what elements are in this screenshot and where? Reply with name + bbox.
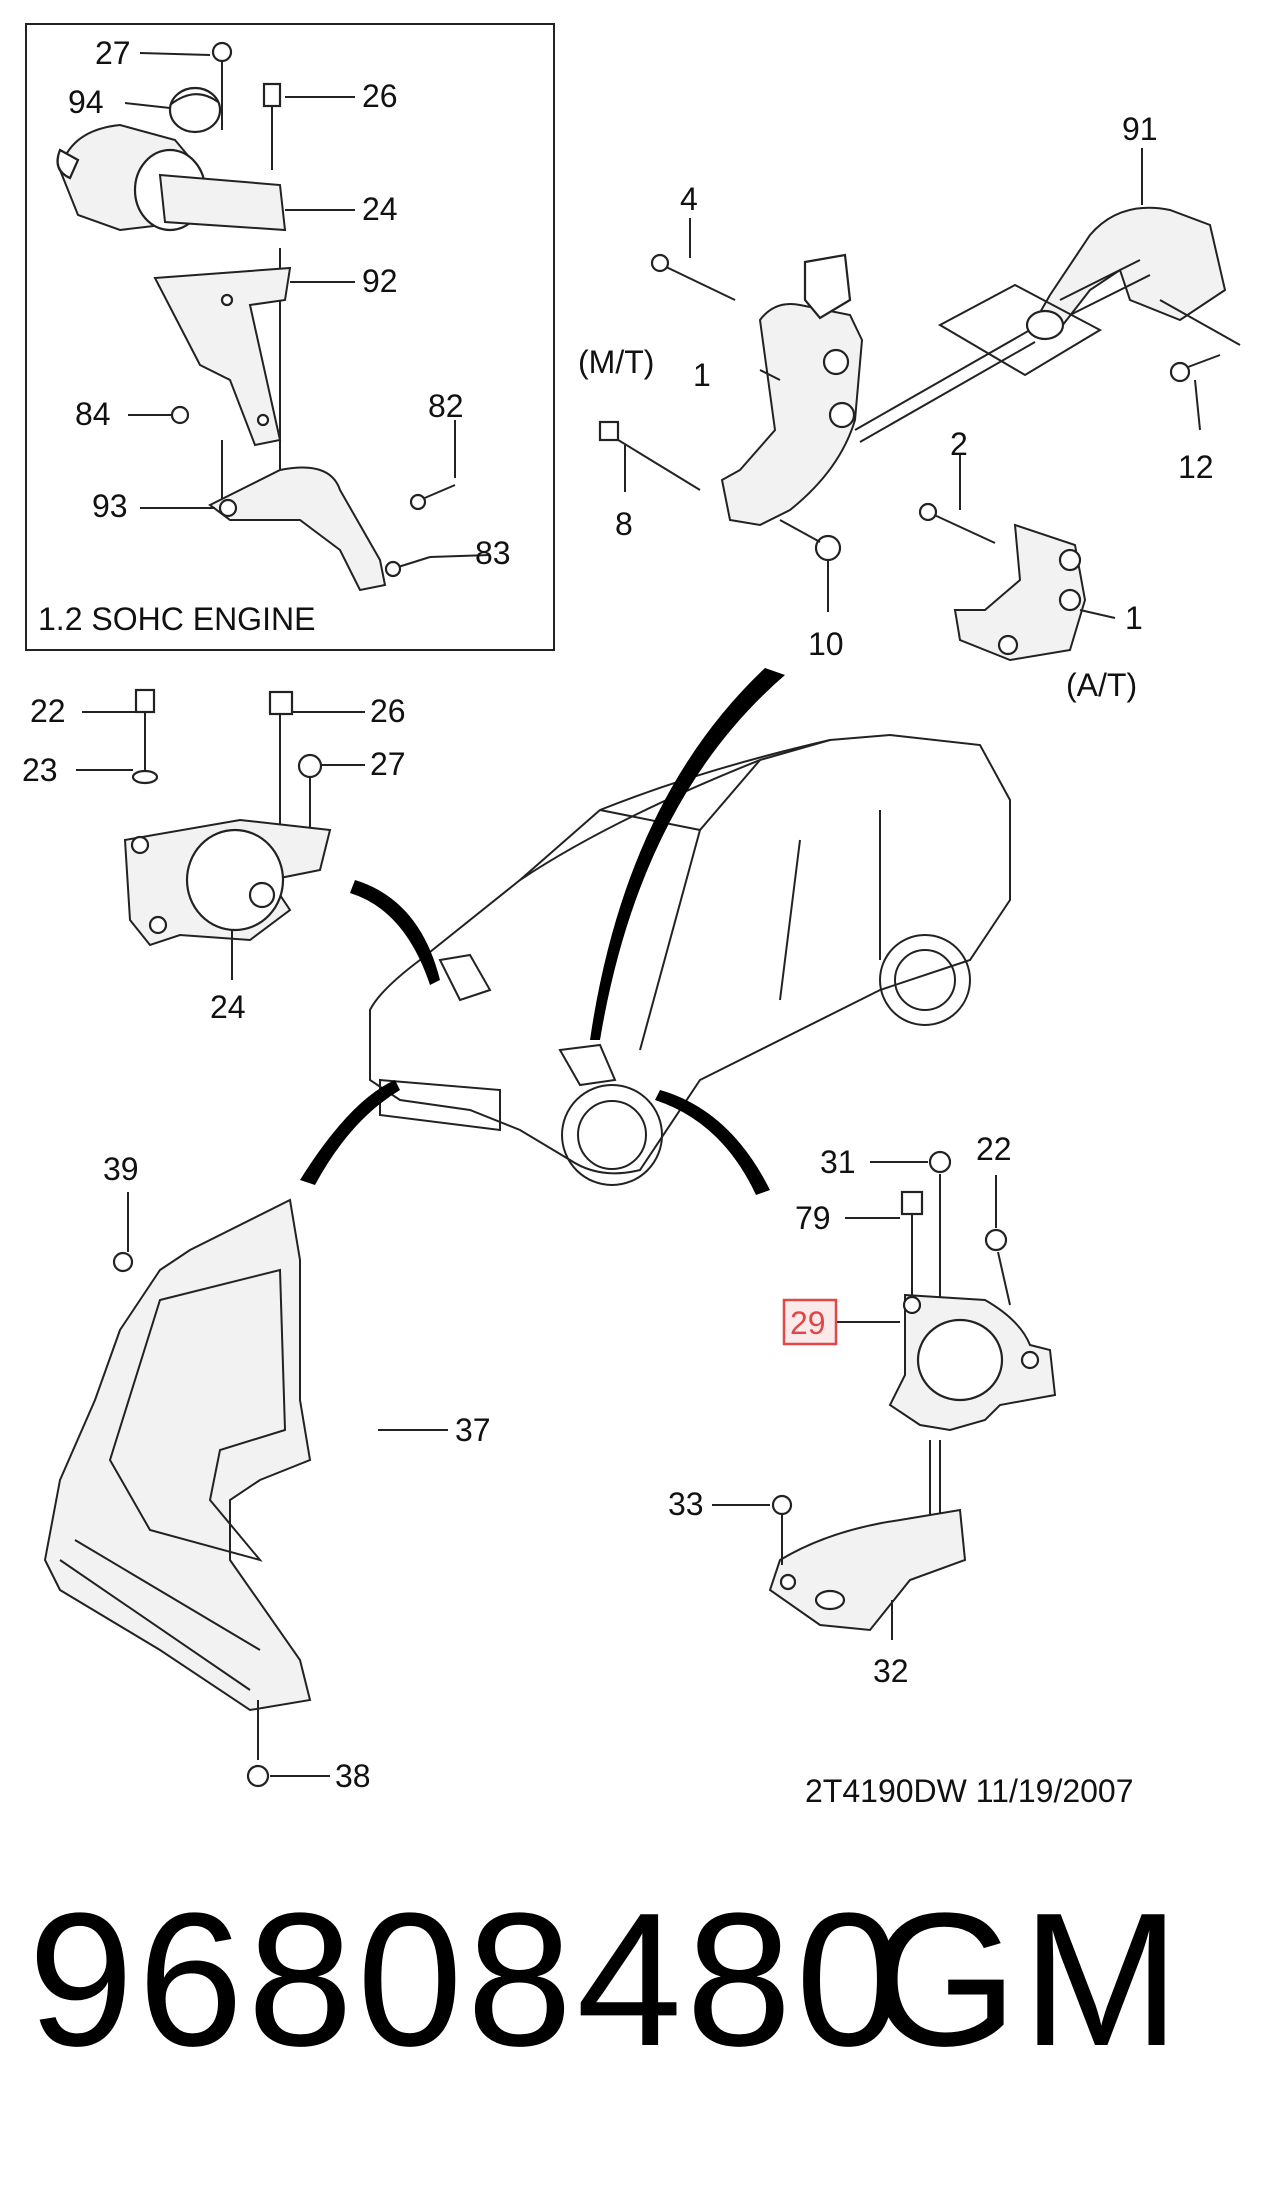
callout-29-highlight	[782, 1298, 838, 1346]
callout-10: 10	[808, 626, 844, 662]
callout-24-mid: 24	[210, 989, 246, 1025]
callout-38: 38	[335, 1758, 371, 1794]
callout-79: 79	[795, 1200, 831, 1236]
inset-title: 1.2 SOHC ENGINE	[38, 601, 315, 637]
callout-12: 12	[1178, 449, 1214, 485]
callout-84: 84	[75, 396, 111, 432]
parts-diagram: 27 94 26 24 92 84 82 93 83 1.2 SOHC ENGI…	[22, 23, 1241, 1809]
callout-1-mt: 1	[693, 357, 711, 393]
at-label: (A/T)	[1066, 667, 1137, 703]
callout-93: 93	[92, 488, 128, 524]
callout-1-at: 1	[1125, 600, 1143, 636]
callout-22-right: 22	[976, 1131, 1012, 1167]
left-engine-mount-group: 22 26 23 27 24	[22, 688, 406, 1025]
callout-92: 92	[362, 263, 398, 299]
callout-4: 4	[680, 181, 698, 217]
manufacturer: GM	[870, 1874, 1185, 2086]
drawing-code: 2T4190DW 11/19/2007	[805, 1773, 1134, 1809]
part-number: 96808480	[28, 1874, 906, 2086]
inset-sohc-engine: 27 94 26 24 92 84 82 93 83 1.2 SOHC ENGI…	[25, 23, 555, 651]
transmission-mounts-group: 4 91 (M/T) 1 12 8 10 2 1 (A/T)	[578, 111, 1241, 703]
callout-37: 37	[455, 1412, 491, 1448]
callout-22-left: 22	[30, 693, 66, 729]
callout-94: 94	[68, 84, 104, 120]
mt-label: (M/T)	[578, 344, 654, 380]
callout-83: 83	[475, 535, 511, 571]
callout-82: 82	[428, 388, 464, 424]
callout-32: 32	[873, 1653, 909, 1689]
engine-undercover-group: 39 37 38	[43, 1151, 491, 1794]
callout-24-top: 24	[362, 191, 398, 227]
callout-33: 33	[668, 1486, 704, 1522]
callout-29: 29	[790, 1305, 826, 1341]
callout-27-mid: 27	[370, 746, 406, 782]
callout-26-mid: 26	[370, 693, 406, 729]
car-illustration	[300, 668, 1011, 1195]
callout-26-top: 26	[362, 78, 398, 114]
callout-2: 2	[950, 426, 968, 462]
callout-8: 8	[615, 506, 633, 542]
callout-31: 31	[820, 1144, 856, 1180]
callout-23: 23	[22, 752, 58, 788]
right-transmission-mount-group: 31 22 79 29 33 32	[668, 1131, 1057, 1689]
callout-39: 39	[103, 1151, 139, 1187]
callout-27-top: 27	[95, 35, 131, 71]
callout-91: 91	[1122, 111, 1158, 147]
